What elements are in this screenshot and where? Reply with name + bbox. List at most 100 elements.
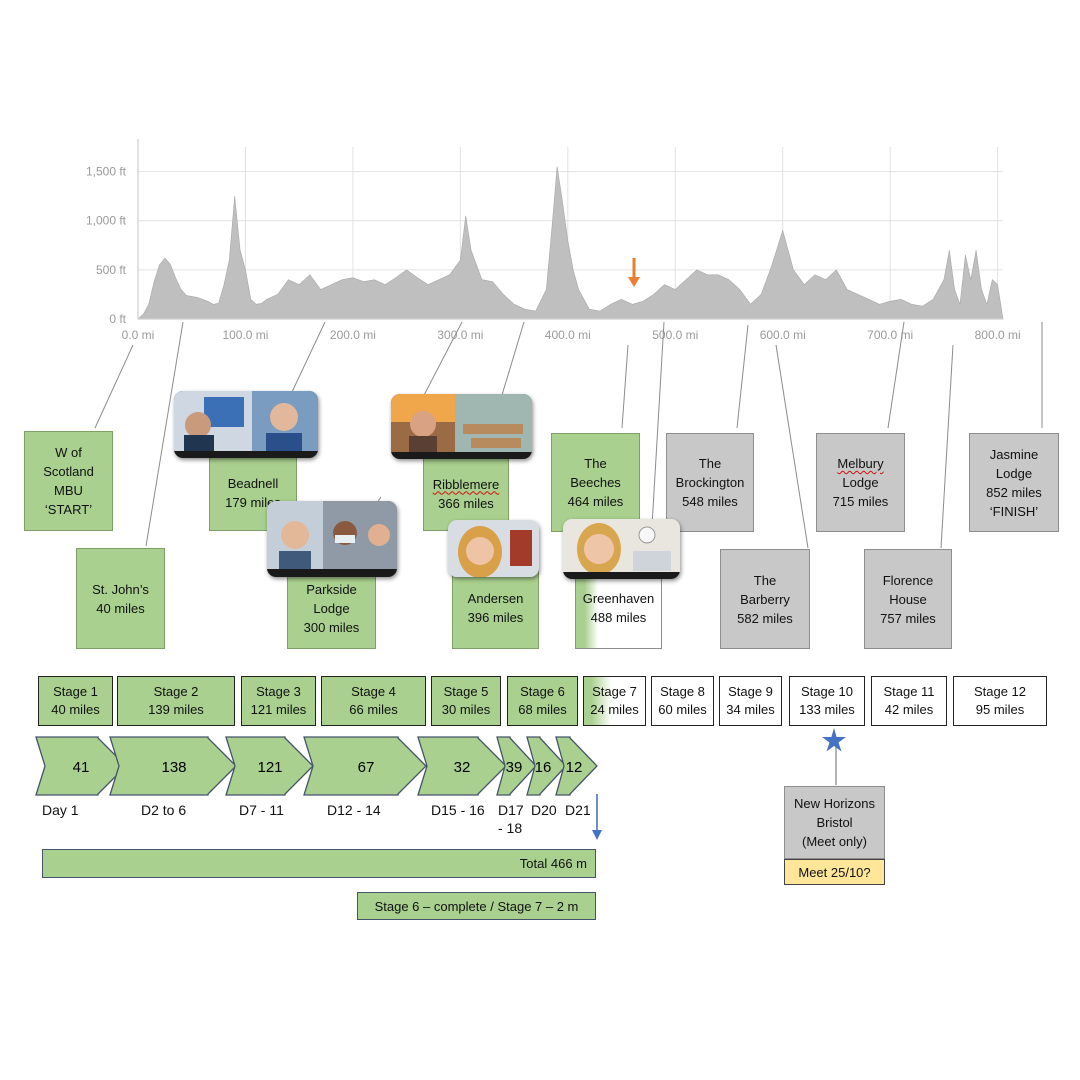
day-label-line: D15 - 16 <box>431 802 485 818</box>
waypoint-line: 396 miles <box>467 609 524 625</box>
progress-arrow-1: 41 <box>35 736 127 796</box>
stage-1: Stage 1 40 miles <box>38 676 113 726</box>
day-label-line: D21 <box>565 802 591 818</box>
progress-graphics: 41 138 121 67 32 39 16 12 <box>35 728 846 840</box>
waypoint-melbury-lodge: Melbury Lodge 715 miles <box>816 433 905 532</box>
x-tick-label: 300.0 mi <box>437 328 483 342</box>
waypoint-line: Barberry <box>740 591 790 607</box>
waypoint-connector-line <box>501 321 525 396</box>
x-tick-label: 500.0 mi <box>652 328 698 342</box>
waypoint-st-johns: St. John’s 40 miles <box>76 548 165 649</box>
day-label-line: Day 1 <box>42 802 79 818</box>
waypoint-line: 582 miles <box>737 610 793 626</box>
waypoint-line: The <box>584 456 607 471</box>
progress-arrow-value: 16 <box>535 759 552 776</box>
stage-7: Stage 7 24 miles <box>583 676 646 726</box>
waypoint-line: ‘START’ <box>44 502 93 517</box>
stage-6: Stage 6 68 miles <box>507 676 578 726</box>
stage-label: Stage 7 <box>592 684 637 699</box>
stage-3: Stage 3 121 miles <box>241 676 316 726</box>
stage-label: Stage 1 <box>53 684 98 699</box>
y-tick-label: 0 ft <box>109 312 126 326</box>
waypoint-line: ‘FINISH’ <box>989 503 1039 519</box>
waypoint-line: 715 miles <box>832 494 889 509</box>
video-call-photo <box>448 520 539 577</box>
waypoint-line: Melbury <box>837 456 884 471</box>
x-tick-label: 100.0 mi <box>222 328 268 342</box>
stage-status-bar: Stage 6 – complete / Stage 7 – 2 m <box>357 892 596 920</box>
progress-arrow-value: 138 <box>161 759 186 776</box>
waypoint-connector-line <box>621 344 629 429</box>
waypoint-line: Florence <box>882 572 934 588</box>
waypoint-line: 300 miles <box>303 620 360 635</box>
stage-miles: 30 miles <box>441 702 491 717</box>
stage-status-label: Stage 6 – complete / Stage 7 – 2 m <box>374 898 579 914</box>
y-tick-label: 1,500 ft <box>86 165 127 179</box>
progress-arrow-5: 32 <box>417 736 507 796</box>
stage-miles: 34 miles <box>726 702 775 717</box>
meeting-date-badge: Meet 25/10? <box>784 859 885 885</box>
x-tick-label: 0.0 mi <box>122 328 155 342</box>
stage-5: Stage 5 30 miles <box>431 676 501 726</box>
progress-arrow-8: 12 <box>555 736 598 796</box>
video-call-photo <box>563 519 680 579</box>
x-tick-label: 800.0 mi <box>975 328 1021 342</box>
waypoint-line: Lodge <box>313 601 350 616</box>
total-distance-bar: Total 466 m <box>42 849 596 878</box>
waypoint-connector-line <box>291 321 326 393</box>
waypoint-connector-line <box>94 344 134 429</box>
day-label: D20 <box>531 801 557 819</box>
stage-label: Stage 9 <box>728 684 773 699</box>
waypoint-jasmine-lodge: Jasmine Lodge 852 miles ‘FINISH’ <box>969 433 1059 532</box>
waypoint-line: Lodge <box>842 475 879 490</box>
waypoint-line: Scotland <box>43 464 94 479</box>
progress-arrow-2: 138 <box>109 736 237 796</box>
day-label: Day 1 <box>42 801 79 819</box>
waypoint-line: 40 miles <box>96 600 145 616</box>
waypoint-line: Beeches <box>570 475 621 490</box>
meeting-line: (Meet only) <box>801 834 868 849</box>
progress-arrow-7: 16 <box>526 736 567 796</box>
waypoint-line: The <box>753 572 777 588</box>
waypoint-connector-line <box>887 321 905 429</box>
day-label: D7 - 11 <box>239 801 284 819</box>
waypoint-line: 464 miles <box>567 494 624 509</box>
day-label-line: D12 - 14 <box>327 802 381 818</box>
stage-miles: 121 miles <box>250 702 307 717</box>
x-tick-label: 400.0 mi <box>545 328 591 342</box>
waypoint-the-beeches: The Beeches 464 miles <box>551 433 640 532</box>
stage-8: Stage 8 60 miles <box>651 676 714 726</box>
stage-label: Stage 8 <box>660 684 705 699</box>
progress-arrow-value: 32 <box>454 759 471 776</box>
waypoint-connector-line <box>145 321 184 547</box>
waypoint-line: Greenhaven <box>582 590 655 606</box>
stage-miles: 68 miles <box>518 702 567 717</box>
stage-miles: 42 miles <box>884 702 934 717</box>
stage-4: Stage 4 66 miles <box>321 676 426 726</box>
waypoint-line: 548 miles <box>682 494 738 509</box>
stage-label: Stage 11 <box>883 684 935 699</box>
x-tick-label: 200.0 mi <box>330 328 376 342</box>
waypoint-florence-house: Florence House 757 miles <box>864 549 952 649</box>
day-label: D12 - 14 <box>327 801 381 819</box>
meeting-line: New Horizons <box>794 796 875 811</box>
stage-label: Stage 3 <box>256 684 301 699</box>
waypoint-line: Parkside <box>306 582 357 597</box>
total-distance-label: Total 466 m <box>519 856 587 871</box>
stage-miles: 24 miles <box>590 702 639 717</box>
progress-arrow-value: 121 <box>257 759 282 776</box>
day-label: D15 - 16 <box>431 801 485 819</box>
stage-label: Stage 5 <box>443 684 489 699</box>
waypoint-line: Andersen <box>467 590 524 606</box>
day-label-line: - 18 <box>498 820 523 836</box>
progress-arrow-value: 39 <box>506 759 523 776</box>
elevation-area <box>137 166 1004 320</box>
video-call-photo <box>391 394 532 459</box>
day-label-line: D7 - 11 <box>239 802 284 818</box>
waypoint-line: 488 miles <box>590 609 647 625</box>
waypoint-connector-line <box>775 344 809 549</box>
y-tick-label: 1,000 ft <box>86 214 127 228</box>
waypoint-connector-line <box>736 324 749 429</box>
waypoint-line: 852 miles <box>986 484 1042 500</box>
